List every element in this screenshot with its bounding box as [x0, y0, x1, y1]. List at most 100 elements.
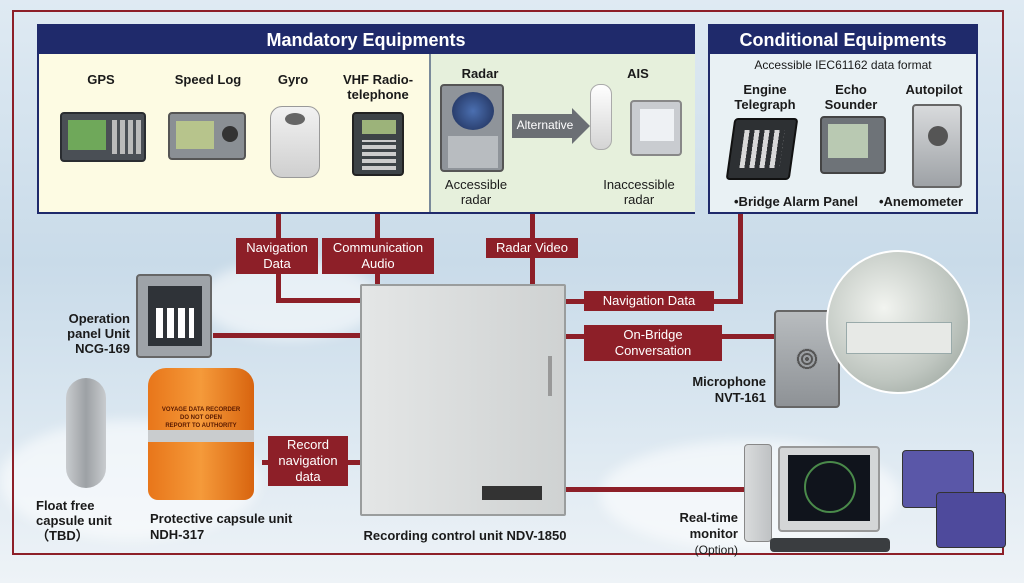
autopilot-label: Autopilot	[905, 82, 963, 97]
radar-screen	[452, 92, 494, 130]
float-free-capsule-device	[66, 378, 106, 488]
tag-text: data	[295, 469, 321, 484]
protective-capsule-label-1: Protective capsule unit	[150, 511, 293, 526]
bridge-console	[846, 322, 952, 354]
echo-sounder-device	[820, 116, 886, 174]
cabinet-handle	[548, 356, 552, 396]
system-frame	[12, 10, 1004, 555]
tag-text: On-Bridge	[623, 327, 683, 342]
keyboard	[770, 538, 890, 552]
radar-label: Radar	[461, 66, 499, 81]
real-time-monitor-label-1: Real-time	[679, 510, 738, 525]
protective-capsule-label-2: NDH-317	[150, 527, 205, 542]
alternative-arrow-icon	[512, 108, 590, 144]
real-time-monitor-label-2: monitor	[689, 526, 738, 541]
microphone-label-2: NVT-161	[714, 390, 766, 405]
bridge-alarm-label: •Bridge Alarm Panel	[734, 194, 858, 209]
wire-monitor	[566, 487, 746, 492]
engine-telegraph-device	[725, 118, 799, 180]
vhf-label-1: VHF Radio-	[342, 72, 414, 87]
engine-telegraph-label-2: Telegraph	[734, 97, 796, 112]
protective-capsule-device: VOYAGE DATA RECORDER DO NOT OPEN REPORT …	[148, 368, 254, 500]
autopilot-device	[912, 104, 962, 188]
gyro-device	[270, 106, 320, 178]
tag-text: Record	[287, 437, 329, 452]
float-free-label-3: （TBD）	[36, 528, 89, 543]
pc-tower	[744, 444, 772, 542]
gyro-label: Gyro	[277, 72, 309, 87]
tag-communication-audio: Communication Audio	[322, 238, 434, 274]
capsule-warning-text: VOYAGE DATA RECORDER DO NOT OPEN REPORT …	[156, 406, 246, 430]
tag-radar-video: Radar Video	[486, 238, 578, 258]
section-divider	[429, 54, 431, 212]
ais-screen	[640, 109, 674, 141]
operation-panel-label-2: panel Unit	[67, 326, 130, 341]
float-free-label-1: Float free	[36, 498, 95, 513]
tag-text: Radar Video	[495, 240, 569, 255]
tag-text: Conversation	[614, 343, 692, 358]
conditional-subtitle: Accessible IEC61162 data format	[754, 58, 932, 72]
telegraph-levers	[739, 130, 785, 168]
operation-panel-buttons	[156, 308, 194, 338]
ais-antenna	[590, 84, 612, 150]
accessible-radar-2: radar	[460, 192, 492, 207]
recording-unit-label: Recording control unit NDV-1850	[363, 528, 567, 543]
speed-log-device	[168, 112, 246, 160]
vhf-keypad	[362, 140, 396, 170]
tag-text: Audio	[361, 256, 395, 271]
speed-log-label: Speed Log	[174, 72, 242, 87]
gps-keypad	[112, 120, 142, 154]
radar-console	[448, 136, 498, 168]
inaccessible-radar-device	[630, 100, 682, 156]
monitor-screenshot-2	[936, 492, 1006, 548]
operation-panel-label-1: Operation	[68, 311, 130, 326]
anemometer-label: •Anemometer	[878, 194, 964, 209]
speed-log-screen	[176, 121, 214, 149]
vhf-screen	[362, 120, 396, 134]
tag-text: Navigation Data	[602, 293, 696, 308]
microphone-label-1: Microphone	[692, 374, 766, 389]
float-free-label-2: capsule unit	[36, 513, 112, 528]
accessible-radar-1: Accessible	[444, 177, 508, 192]
tag-text: Navigation	[246, 240, 308, 255]
monitor-screen	[788, 455, 870, 521]
vhf-label-2: telephone	[347, 87, 409, 102]
operation-panel-face	[148, 286, 202, 346]
engine-telegraph-label-1: Engine	[743, 82, 787, 97]
tag-on-bridge-conversation: On-Bridge Conversation	[584, 325, 722, 361]
echo-sounder-label-1: Echo	[835, 82, 867, 97]
tag-navigation-data: Navigation Data	[236, 238, 318, 274]
capsule-band	[148, 430, 254, 442]
tag-record-navigation-data: Record navigation data	[268, 436, 348, 486]
cabinet-nameplate	[482, 486, 542, 500]
mandatory-title: Mandatory Equipments	[39, 26, 693, 54]
capsule-text-line: VOYAGE DATA RECORDER	[161, 407, 241, 413]
gps-device	[60, 112, 146, 162]
inaccessible-radar-1: Inaccessible	[603, 177, 675, 192]
echo-sounder-label-2: Sounder	[824, 97, 878, 112]
tag-navigation-data-right: Navigation Data	[584, 291, 714, 311]
gyro-top	[285, 113, 305, 125]
bridge-photo	[826, 250, 970, 394]
tag-text: navigation	[278, 453, 338, 468]
vhf-device	[352, 112, 404, 176]
ais-label: AIS	[627, 66, 649, 81]
operation-panel-label-3: NCG-169	[75, 341, 130, 356]
recording-control-unit-device	[360, 284, 566, 516]
operation-panel-device	[136, 274, 212, 358]
wire-conditional	[738, 212, 743, 304]
tag-text: Communication	[332, 240, 424, 255]
wire-operation-panel	[213, 333, 365, 338]
accessible-radar-device	[440, 84, 504, 172]
gps-label: GPS	[87, 72, 115, 87]
wire-nav-data	[276, 298, 366, 303]
microphone-grille	[796, 348, 818, 370]
radar-sweep-icon	[804, 461, 856, 513]
speed-log-knob	[222, 126, 238, 142]
capsule-text-line: DO NOT OPEN	[179, 415, 222, 421]
conditional-title: Conditional Equipments	[710, 26, 976, 54]
real-time-monitor-label-3: (Option)	[694, 543, 738, 557]
real-time-monitor-device	[778, 446, 880, 532]
capsule-text-line: REPORT TO AUTHORITY	[165, 423, 237, 429]
inaccessible-radar-2: radar	[623, 192, 655, 207]
